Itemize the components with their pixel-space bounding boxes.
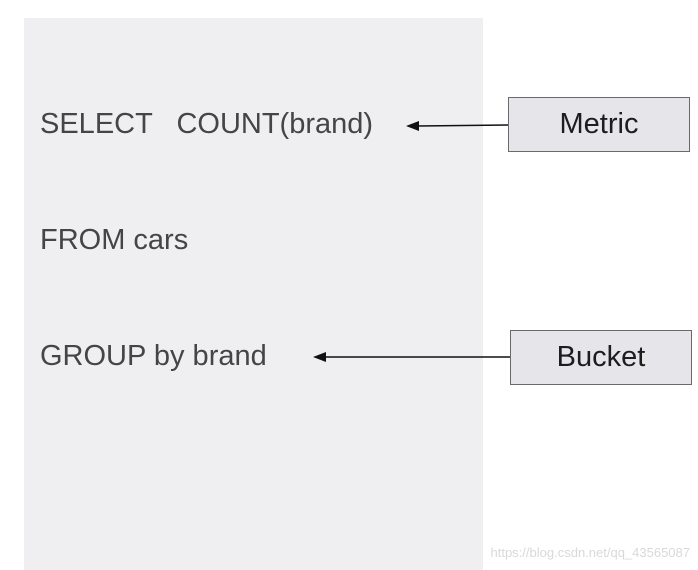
bucket-label-box: Bucket xyxy=(510,330,692,385)
sql-select-line: SELECT COUNT(brand) xyxy=(40,108,374,140)
bucket-label: Bucket xyxy=(556,341,646,373)
watermark-text: https://blog.csdn.net/qq_43565087 xyxy=(490,545,691,560)
sql-from-line: FROM cars xyxy=(40,224,189,256)
sql-panel xyxy=(24,18,483,570)
sql-group-line: GROUP by brand xyxy=(40,340,267,372)
metric-label-box: Metric xyxy=(508,97,690,152)
metric-label: Metric xyxy=(559,108,639,140)
